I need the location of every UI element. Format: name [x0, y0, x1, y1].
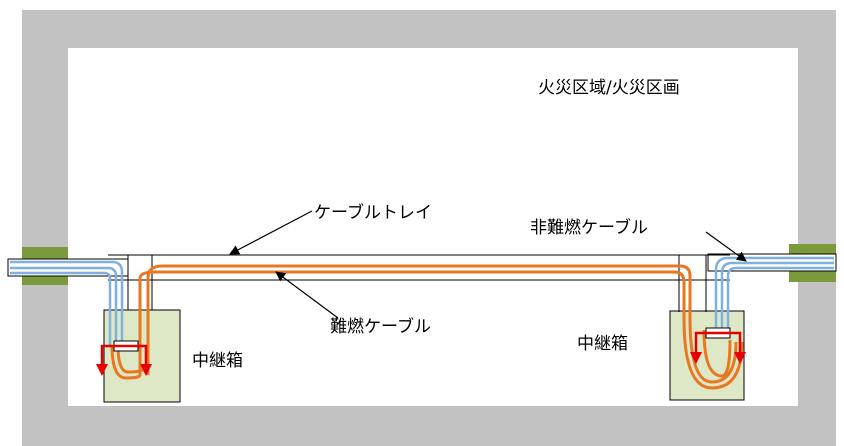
- red-arrow-head-left-b: [140, 364, 152, 376]
- tray-label: ケーブルトレイ: [314, 202, 432, 223]
- nonflame-cable-right: [714, 256, 834, 330]
- leader-flame: [275, 271, 339, 319]
- leader-nonflame: [705, 231, 747, 262]
- nonflame-cable-left: [10, 260, 124, 345]
- nonflame-cable-label: 非難燃ケーブル: [530, 217, 648, 238]
- junction-box-left-label: 中継箱: [192, 351, 243, 371]
- area-label: 火災区域/火災区画: [538, 78, 680, 98]
- flame-cable-label: 難燃ケーブル: [330, 316, 431, 337]
- red-arrow-head-left-a: [96, 364, 108, 376]
- junction-box-right-label: 中継箱: [577, 334, 628, 354]
- leader-tray: [229, 210, 313, 255]
- red-arrows-right: [694, 331, 742, 352]
- red-arrows-left: [100, 344, 148, 364]
- red-arrow-head-right-a: [690, 352, 702, 364]
- flame-cable-right-loop: [702, 329, 732, 378]
- cable-tray: [108, 254, 730, 312]
- red-arrow-head-right-b: [734, 352, 746, 364]
